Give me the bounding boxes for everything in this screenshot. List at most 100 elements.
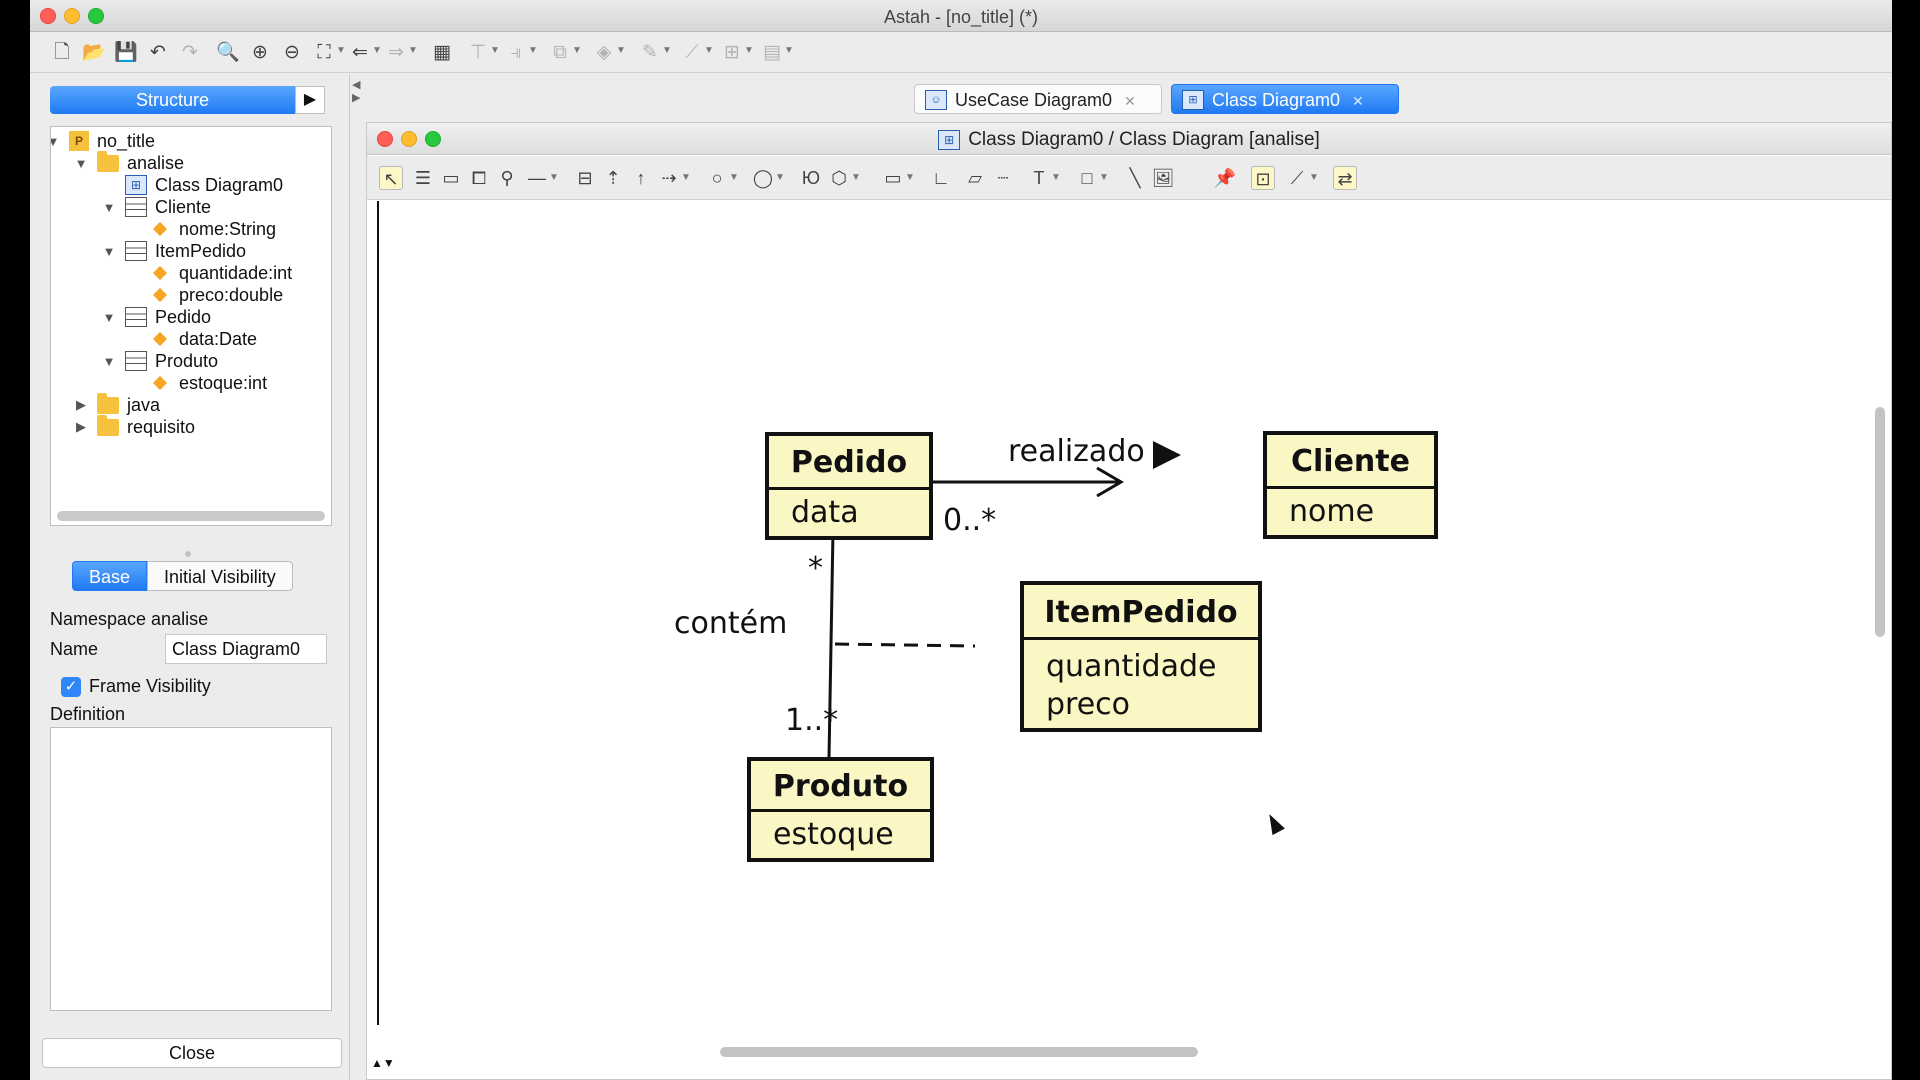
text-tool-icon[interactable]: T [1033,168,1045,188]
pin-mode-icon[interactable]: 📌 [1213,168,1237,188]
open-folder-icon[interactable]: 📂 [82,42,106,63]
tree-node[interactable]: ▶java [73,392,160,417]
fill-color-dropdown-icon[interactable]: ▼ [616,45,626,56]
align-top-icon[interactable]: ⊤ [469,42,487,63]
expand-icon[interactable]: ▼ [102,309,116,325]
package-tool-icon[interactable]: ▭ [442,168,460,188]
tab-base[interactable]: Base [72,561,148,591]
tree-node[interactable]: nome:String [149,217,276,241]
close-diagram-button[interactable] [377,131,393,147]
line-tool-icon[interactable]: ╲ [1129,168,1141,188]
link-dropdown-icon[interactable]: ▼ [905,172,915,183]
line-color-dropdown-icon[interactable]: ▼ [662,45,672,56]
expand-icon[interactable]: ▼ [102,243,116,259]
frame-visibility-checkbox[interactable]: ✓ [61,677,81,697]
tree-node[interactable]: data:Date [149,327,257,351]
tree-node[interactable]: ▶requisito [73,414,195,439]
expand-icon[interactable]: ▼ [102,199,116,215]
diagram-canvas[interactable]: Pedido data Cliente nome ItemPedido quan… [377,201,1875,1025]
tree-node[interactable]: preco:double [149,283,283,307]
multiplicity-label[interactable]: 0..* [943,503,997,538]
save-icon[interactable]: 💾 [114,42,138,63]
definition-textarea[interactable] [50,727,332,1011]
tree-node[interactable]: ▼Pno_title [51,129,155,153]
tree-scrollbar[interactable] [57,511,325,521]
play-icon[interactable]: ▶ [295,86,325,114]
line-style-dropdown-icon[interactable]: ▼ [704,45,714,56]
tree-node[interactable]: ▼ItemPedido [101,239,246,263]
forward-dropdown-icon[interactable]: ▼ [408,45,418,56]
close-tab-icon[interactable]: ✕ [1124,93,1136,109]
interface-tool-icon[interactable]: ○ [711,168,723,188]
minimize-diagram-button[interactable] [401,131,417,147]
back-icon[interactable]: ⇐ [352,42,368,63]
text-dropdown-icon[interactable]: ▼ [1051,172,1061,183]
subsystem-tool-icon[interactable]: ⧠ [471,168,487,188]
zoom-in-icon[interactable]: ⊕ [252,42,268,63]
tree-node[interactable]: estoque:int [149,371,267,395]
object-dropdown-icon[interactable]: ▼ [851,172,861,183]
class-pedido[interactable]: Pedido data [765,432,933,540]
distribute-icon[interactable]: ⊞ [724,42,740,63]
close-button[interactable]: Close [42,1038,342,1068]
align-left-dropdown-icon[interactable]: ▼ [528,45,538,56]
zoom-diagram-button[interactable] [425,131,441,147]
expand-icon[interactable]: ▼ [102,353,116,369]
splitter-handle[interactable] [185,551,191,557]
tree-node[interactable]: ▼Produto [101,349,218,373]
tab-initial-visibility[interactable]: Initial Visibility [147,561,293,591]
line-routing-icon[interactable]: ⟋ [1290,168,1304,188]
close-window-button[interactable] [40,8,56,24]
new-file-icon[interactable]: 🗋 [54,42,70,63]
group-dropdown-icon[interactable]: ▼ [784,45,794,56]
align-top-dropdown-icon[interactable]: ▼ [490,45,500,56]
fit-dropdown-icon[interactable]: ▼ [336,45,346,56]
collapse-panel-icon[interactable]: ◀▶ [352,79,361,104]
expand-icon[interactable]: ▼ [51,134,61,149]
dependency-tool-icon[interactable]: ⇢ [661,168,677,188]
link-tool-icon[interactable]: ▭ [884,168,902,188]
containment-tool-icon[interactable]: ∟ [932,168,950,188]
multiplicity-label[interactable]: 1..* [785,703,839,738]
usage-tool-icon[interactable]: ◯ [752,168,774,188]
note-tool-icon[interactable]: ▱ [968,168,982,188]
tree-node[interactable]: ⊞Class Diagram0 [125,173,283,197]
association-name-realizado[interactable]: realizado [1008,434,1145,469]
rectangle-tool-icon[interactable]: □ [1081,168,1093,188]
required-interface-tool-icon[interactable]: Ю [801,168,821,188]
select-tool-icon[interactable]: ↖ [379,166,403,190]
realization-tool-icon[interactable]: ↑ [636,168,646,188]
align-left-icon[interactable]: ⫣ [510,42,522,63]
undo-icon[interactable]: ↶ [150,42,166,63]
line-routing-dropdown-icon[interactable]: ▼ [1309,172,1319,183]
horizontal-scrollbar[interactable] [720,1047,1198,1057]
fill-color-icon[interactable]: ◈ [596,42,612,63]
back-dropdown-icon[interactable]: ▼ [372,45,382,56]
assoc-class-tool-icon[interactable]: ⊟ [577,168,593,188]
object-tool-icon[interactable]: ⬡ [831,168,847,188]
collapse-icon[interactable]: ▶ [76,419,86,434]
layout-icon[interactable]: ▦ [433,42,451,63]
arrange-icon[interactable]: ⧉ [553,42,567,63]
vertical-scrollbar[interactable] [1875,407,1885,637]
multiplicity-label[interactable]: * [808,551,823,586]
scroll-arrows-icon[interactable]: ▲▼ [371,1056,395,1070]
distribute-dropdown-icon[interactable]: ▼ [744,45,754,56]
forward-icon[interactable]: ⇒ [388,42,404,63]
toolbar-options-icon[interactable]: ⇄ [1333,166,1357,190]
minimize-window-button[interactable] [64,8,80,24]
dependency-dropdown-icon[interactable]: ▼ [681,172,691,183]
zoom-window-button[interactable] [88,8,104,24]
close-tab-icon[interactable]: ✕ [1352,93,1364,109]
line-color-icon[interactable]: ✎ [642,42,658,63]
search-icon[interactable]: 🔍 [216,42,240,63]
tree-node[interactable]: quantidade:int [149,261,292,285]
class-itempedido[interactable]: ItemPedido quantidade preco [1020,581,1262,732]
association-dropdown-icon[interactable]: ▼ [549,172,559,183]
zoom-out-icon[interactable]: ⊖ [284,42,300,63]
tree-node[interactable]: ▼Cliente [101,195,211,219]
image-tool-icon[interactable]: 🖼 [1151,168,1175,188]
tree-node[interactable]: ▼Pedido [101,305,211,329]
name-field[interactable] [165,634,327,664]
usage-dropdown-icon[interactable]: ▼ [775,172,785,183]
